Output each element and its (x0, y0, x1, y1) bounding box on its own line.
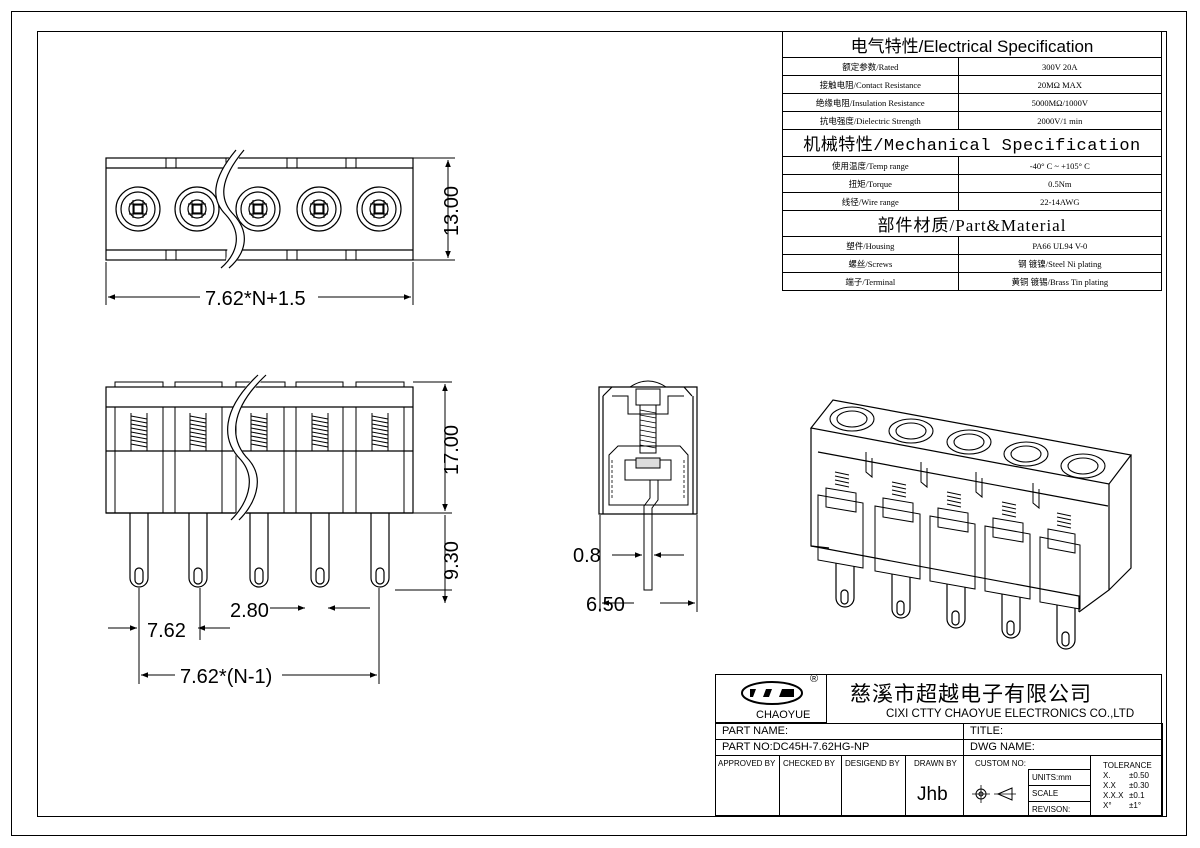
tolerance-cell: TOLERANCE X. ±0.50 X.X ±0.30 X.X.X ±0.1 … (1090, 755, 1163, 817)
tolerance-key: X.X (1103, 781, 1116, 790)
tolerance-value: ±0.1 (1129, 791, 1145, 800)
front-view (105, 372, 414, 588)
dwg-name-label: DWG NAME: (970, 741, 1035, 753)
tolerance-title: TOLERANCE (1103, 761, 1152, 770)
spec-label: 扭矩/Torque (782, 174, 959, 193)
spec-label: 接触电阻/Contact Resistance (782, 75, 959, 94)
drawn-by-label: DRAWN BY (914, 759, 957, 768)
revison-cell: REVISON: (1028, 801, 1091, 817)
title-label: TITLE: (970, 725, 1004, 737)
logo-text: CHAOYUE (756, 709, 811, 721)
dim-pin-thickness: 0.8 (573, 545, 601, 567)
title-block: ® CHAOYUE 慈溪市超越电子有限公司 CIXI CTTY CHAOYUE … (715, 673, 1163, 817)
spec-value: 5000MΩ/1000V (957, 93, 1163, 112)
tolerance-value: ±1° (1129, 801, 1142, 810)
company-name-en: CIXI CTTY CHAOYUE ELECTRONICS CO.,LTD (886, 708, 1135, 720)
spec-label: 塑件/Housing (782, 236, 959, 255)
spec-value: 0.5Nm (957, 174, 1163, 193)
spec-value: 钢 镀镍/Steel Ni plating (957, 254, 1163, 273)
tolerance-key: X.X.X (1103, 791, 1124, 800)
isometric-view (809, 399, 1133, 650)
projection-symbol-icon (972, 785, 1016, 803)
dim-span: 7.62*(N-1) (180, 666, 272, 688)
mechanical-spec-title: 机械特性/Mechanical Specification (782, 129, 1162, 157)
specification-table: 电气特性/Electrical Specification 额定参数/Rated… (782, 31, 1163, 291)
drawn-cell: DRAWN BY Jhb (905, 755, 964, 817)
registered-mark: ® (810, 673, 819, 685)
scale-label: SCALE (1032, 789, 1059, 798)
material-spec-title: 部件材质/Part&Material (782, 210, 1162, 237)
tolerance-key: X. (1103, 771, 1111, 780)
title-cell: TITLE: (963, 723, 1163, 740)
spec-label: 抗电强度/Dielectric Strength (782, 111, 959, 130)
company-logo (741, 681, 803, 705)
approved-cell: APPROVED BY (715, 755, 780, 817)
tolerance-value: ±0.50 (1129, 771, 1149, 780)
spec-label: 绝缘电阻/Insulation Resistance (782, 93, 959, 112)
spec-value: -40° C ~ +105° C (957, 156, 1163, 175)
designed-cell: DESIGEND BY (841, 755, 906, 817)
dwg-name-cell: DWG NAME: (963, 739, 1163, 756)
designed-by-label: DESIGEND BY (845, 759, 900, 768)
spec-label: 使用温度/Temp range (782, 156, 959, 175)
spec-value: 2000V/1 min (957, 111, 1163, 130)
part-no-cell: PART NO:DC45H-7.62HG-NP (715, 739, 964, 756)
spec-value: 20MΩ MAX (957, 75, 1163, 94)
approved-by-label: APPROVED BY (718, 759, 776, 768)
dim-pin-gap: 2.80 (230, 600, 269, 622)
side-section-view (598, 380, 698, 591)
part-name-cell: PART NAME: (715, 723, 964, 740)
spec-label: 螺丝/Screws (782, 254, 959, 273)
spec-label: 线径/Wire range (782, 192, 959, 211)
dim-pin-length: 9.30 (441, 541, 463, 580)
spec-value: PA66 UL94 V-0 (957, 236, 1163, 255)
electrical-spec-title: 电气特性/Electrical Specification (782, 31, 1162, 58)
dim-height-front: 17.00 (441, 425, 463, 475)
spec-label: 额定参数/Rated (782, 57, 959, 76)
top-view (105, 147, 414, 272)
dim-depth: 6.50 (586, 594, 625, 616)
spec-value: 300V 20A (957, 57, 1163, 76)
scale-cell: SCALE (1028, 785, 1091, 802)
part-no-label: PART NO:DC45H-7.62HG-NP (722, 741, 870, 753)
drawing-border-inner (37, 31, 1167, 817)
part-name-label: PART NAME: (722, 725, 789, 737)
spec-label: 端子/Terminal (782, 272, 959, 291)
dim-height-top: 13.00 (441, 186, 463, 236)
drawing-border-outer (11, 11, 1187, 836)
spec-value: 黄铜 镀锡/Brass Tin plating (957, 272, 1163, 291)
logo-cell: ® CHAOYUE (715, 673, 827, 723)
checked-by-label: CHECKED BY (783, 759, 836, 768)
drawn-by-value: Jhb (917, 784, 948, 805)
checked-cell: CHECKED BY (779, 755, 842, 817)
units-cell: UNITS:mm (1028, 769, 1091, 786)
dim-pitch: 7.62 (147, 620, 186, 642)
spec-value: 22-14AWG (957, 192, 1163, 211)
dim-length-top: 7.62*N+1.5 (205, 288, 306, 310)
custom-no-label: CUSTOM NO: (975, 759, 1026, 768)
tolerance-value: ±0.30 (1129, 781, 1149, 790)
company-name-cn: 慈溪市超越电子有限公司 (850, 682, 1092, 706)
revison-label: REVISON: (1032, 805, 1071, 814)
units-label: UNITS:mm (1032, 773, 1072, 782)
tolerance-key: X° (1103, 801, 1112, 810)
